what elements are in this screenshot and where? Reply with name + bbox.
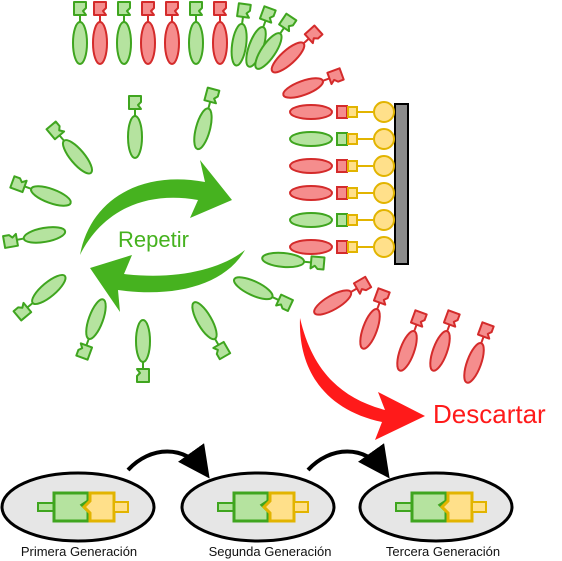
antibody-discard-4 [429, 309, 461, 372]
antibody-discard-3 [396, 309, 428, 372]
antibody-ring-6 [12, 273, 67, 322]
repeat-cycle-arrows: Repetir [80, 160, 245, 312]
green-antibody-ring [2, 86, 326, 383]
antibody-ring-7 [75, 298, 107, 361]
support-bar [394, 103, 409, 265]
antibody-ring-10 [233, 276, 294, 312]
top-antibody-row [72, 1, 345, 99]
antibody-ring-8 [135, 319, 151, 383]
antibody-ring-1 [127, 95, 143, 159]
bound-antibody-2 [289, 128, 395, 150]
antibody-top-5 [164, 1, 180, 65]
generation-arrows [126, 443, 390, 479]
generation-dish-2 [180, 471, 336, 543]
antibody-discard-2 [359, 287, 391, 350]
discard-arrow [299, 318, 425, 440]
antibody-ring-4 [9, 175, 72, 207]
generation-label-3: Tercera Generación [386, 544, 500, 559]
generation-dishes [0, 471, 514, 543]
discarded-antibodies [313, 275, 495, 384]
generation-dish-3 [358, 471, 514, 543]
gen-arrow-2 [306, 443, 390, 479]
generation-dish-1 [0, 471, 156, 543]
antigen-support [289, 101, 409, 265]
antibody-top-6 [188, 1, 204, 65]
antibody-discard-5 [463, 321, 495, 384]
antibody-discard-1 [313, 275, 373, 316]
bound-antibody-3 [289, 155, 395, 177]
generation-labels: Primera Generación Segunda Generación Te… [21, 544, 500, 559]
antibody-top-11 [270, 24, 324, 74]
antibody-ring-3 [45, 120, 94, 175]
antibody-top-4 [140, 1, 156, 65]
generation-label-2: Segunda Generación [209, 544, 332, 559]
bound-antibody-1 [289, 101, 395, 123]
repeat-arrow-bottom [90, 250, 245, 312]
antibody-top-2 [92, 1, 108, 65]
bound-antibody-6 [289, 236, 395, 258]
repeat-label: Repetir [118, 227, 189, 252]
gen-arrow-1 [126, 443, 210, 479]
antibody-top-7 [212, 1, 228, 65]
antibody-ring-2 [193, 86, 221, 151]
antibody-top-1 [72, 1, 88, 65]
discard-arrow-group: Descartar [299, 318, 546, 440]
bound-antibody-5 [289, 209, 395, 231]
antibody-ring-9 [191, 301, 232, 361]
bound-antibody-4 [289, 182, 395, 204]
antibody-top-10 [254, 12, 298, 70]
antibody-ring-11 [261, 251, 326, 271]
antibody-top-12 [282, 67, 345, 99]
antibody-top-3 [116, 1, 132, 65]
generation-label-1: Primera Generación [21, 544, 137, 559]
antibody-ring-5 [2, 226, 67, 249]
discard-label: Descartar [433, 399, 546, 429]
antibody-top-8 [230, 2, 252, 67]
repeat-arrow-top [80, 160, 232, 255]
